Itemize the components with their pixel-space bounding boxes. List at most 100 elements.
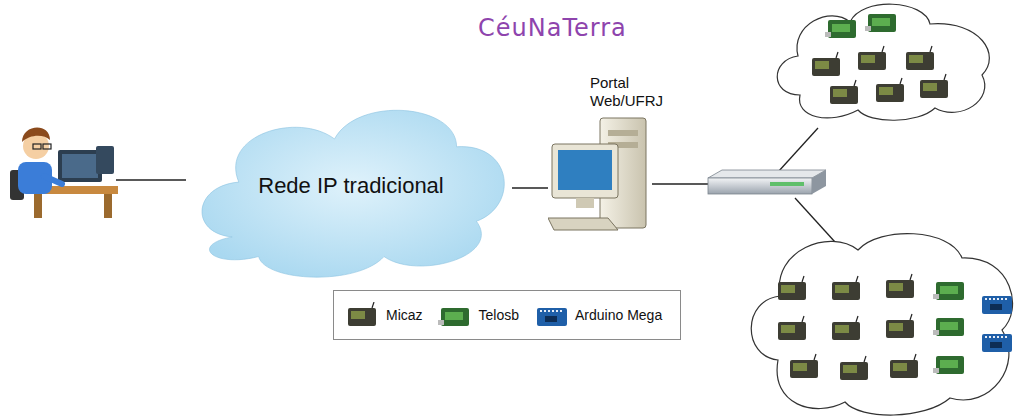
- usb-plug: [865, 26, 871, 31]
- arduino-chip: [990, 304, 1002, 310]
- monitor: [96, 146, 114, 174]
- user-hair: [22, 127, 50, 142]
- antenna: [372, 302, 374, 308]
- pin-header: [1001, 298, 1003, 300]
- legend-box: Micaz Telosb Arduino Mega: [333, 290, 681, 340]
- sensor-cloud: [751, 234, 1012, 415]
- arduino-board: [537, 308, 567, 326]
- sensor-cloud: [777, 4, 989, 120]
- portal-computer: Portal Web/UFRJ: [548, 72, 652, 238]
- micaz-board: [778, 282, 806, 300]
- pin-header: [989, 336, 991, 338]
- pin-header: [997, 298, 999, 300]
- monitor-stand: [576, 198, 594, 208]
- micaz-chip: [815, 61, 829, 69]
- micaz-board: [790, 360, 818, 378]
- telosb-board: [868, 14, 896, 32]
- monitor: [58, 150, 102, 182]
- pin-header: [989, 298, 991, 300]
- antenna: [944, 74, 946, 80]
- usb-plug: [933, 330, 939, 335]
- telosb-chip: [445, 312, 463, 320]
- telosb-board: [828, 20, 856, 38]
- network-cloud: Rede IP tradicional: [186, 88, 516, 284]
- micaz-board: [890, 360, 918, 378]
- wire: [778, 128, 818, 172]
- legend-label: Arduino Mega: [575, 307, 662, 323]
- antenna: [930, 46, 932, 52]
- micaz-chip: [923, 83, 937, 91]
- micaz-board: [858, 52, 886, 70]
- antenna: [854, 80, 856, 86]
- pin-header: [997, 336, 999, 338]
- desk-leg: [104, 194, 112, 218]
- arduino-chip: [545, 316, 557, 322]
- micaz-chip: [843, 365, 857, 373]
- pin-header: [560, 310, 562, 312]
- network-link: [512, 187, 548, 188]
- pin-header: [985, 336, 987, 338]
- antenna: [802, 276, 804, 282]
- antenna: [914, 354, 916, 360]
- legend-label: Telosb: [479, 307, 519, 323]
- legend-item: Micaz: [344, 302, 423, 328]
- usb-plug: [438, 320, 444, 325]
- telosb-chip: [940, 360, 958, 368]
- micaz-chip: [781, 325, 795, 333]
- micaz-board: [906, 52, 934, 70]
- legend-item: Telosb: [437, 302, 519, 328]
- cloud-outline: [202, 110, 504, 277]
- computer-icon: [548, 116, 652, 236]
- wire: [652, 183, 708, 184]
- usb-plug: [933, 294, 939, 299]
- screen: [62, 154, 98, 178]
- antenna: [802, 316, 804, 322]
- switch-leds: [770, 182, 804, 186]
- antenna: [856, 316, 858, 322]
- micaz-board: [920, 80, 948, 98]
- user-arm: [44, 176, 62, 184]
- glasses: [33, 144, 41, 149]
- pin-header: [985, 298, 987, 300]
- micaz-board: [812, 58, 840, 76]
- antenna: [856, 276, 858, 282]
- micaz-board: [840, 362, 868, 380]
- legend-sample: [344, 302, 380, 328]
- usb-plug: [933, 368, 939, 373]
- antenna: [910, 314, 912, 320]
- micaz-chip: [833, 89, 847, 97]
- antenna: [900, 78, 902, 84]
- screen: [558, 150, 612, 190]
- pin-header: [548, 310, 550, 312]
- micaz-board: [832, 282, 860, 300]
- micaz-chip: [893, 363, 907, 371]
- switch-front: [708, 178, 812, 194]
- micaz-chip: [835, 285, 849, 293]
- micaz-chip: [889, 323, 903, 331]
- micaz-board: [832, 322, 860, 340]
- legend-item: Arduino Mega: [533, 302, 662, 328]
- telosb-chip: [832, 24, 850, 32]
- keyboard: [548, 218, 618, 230]
- pin-header: [1005, 336, 1007, 338]
- arduino-board: [982, 334, 1012, 352]
- antenna: [836, 52, 838, 58]
- user-icon: [10, 127, 118, 218]
- telosb-chip: [872, 18, 890, 26]
- antenna: [814, 354, 816, 360]
- switch-top: [708, 170, 826, 178]
- telosb-chip: [940, 322, 958, 330]
- telosb-board: [441, 308, 469, 326]
- portal-label: Portal Web/UFRJ: [590, 74, 664, 110]
- micaz-board: [886, 280, 914, 298]
- usb-plug: [825, 32, 831, 37]
- pin-header: [544, 310, 546, 312]
- micaz-chip: [879, 87, 893, 95]
- telosb-chip: [940, 286, 958, 294]
- micaz-chip: [351, 311, 365, 319]
- micaz-chip: [793, 363, 807, 371]
- micaz-chip: [861, 55, 875, 63]
- micaz-chip: [781, 285, 795, 293]
